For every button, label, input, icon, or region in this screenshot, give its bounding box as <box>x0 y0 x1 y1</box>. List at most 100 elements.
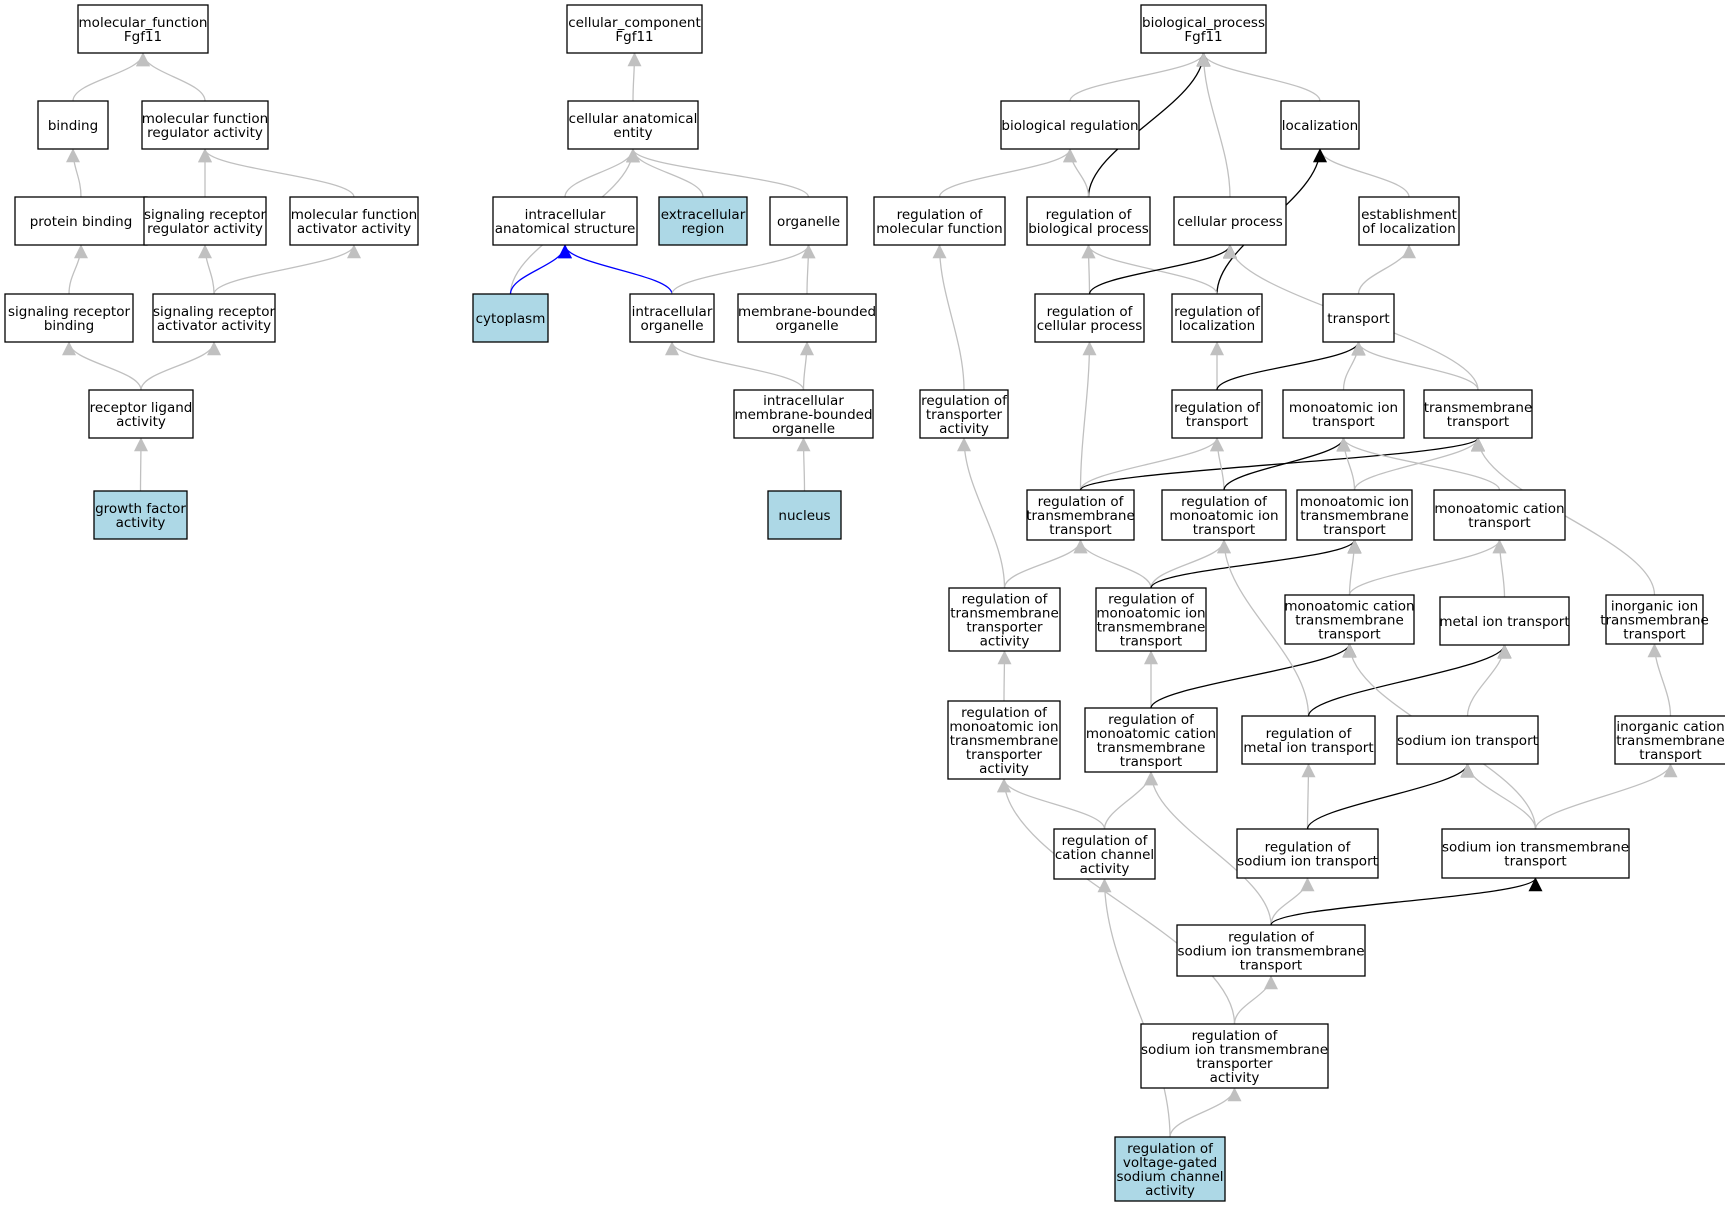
node-protbind[interactable]: protein binding <box>14 196 148 246</box>
edge-metalit-to-moct <box>1492 539 1507 598</box>
node-metalit[interactable]: metal ion transport <box>1439 596 1570 646</box>
node-box <box>1176 924 1366 977</box>
node-binding[interactable]: binding <box>37 100 109 150</box>
node-cytoplasm[interactable]: cytoplasm <box>472 293 549 343</box>
node-transport[interactable]: transport <box>1322 293 1395 343</box>
node-label-line: transport <box>1504 854 1566 870</box>
node-nucleus[interactable]: nucleus <box>767 490 842 540</box>
edge-regmoitmt-to-moitmt <box>1150 539 1362 589</box>
edge-regloc-to-regbp <box>1081 244 1218 295</box>
node-organelle[interactable]: organelle <box>769 196 848 246</box>
node-box <box>152 293 276 343</box>
node-label-line: transporter <box>926 407 1003 423</box>
edge-line <box>665 341 805 391</box>
node-label-line: regulation of <box>1192 1028 1279 1044</box>
edge-line <box>1063 148 1090 198</box>
node-box <box>1423 389 1533 439</box>
edge-line <box>1150 643 1357 709</box>
edge-line <box>140 341 221 391</box>
edge-regcatchan-to-regmoitmtact <box>997 778 1106 830</box>
node-box <box>1396 715 1539 765</box>
edge-line <box>1270 877 1543 926</box>
node-label-line: anatomical structure <box>495 221 636 237</box>
node-bioreg[interactable]: biological regulation <box>1000 100 1140 150</box>
node-box <box>4 293 134 343</box>
edge-sigrecbind-to-protbind <box>68 244 88 295</box>
edge-line <box>1073 539 1152 589</box>
edge-regsodtmt-to-regsod <box>1270 877 1315 926</box>
node-box <box>658 196 748 246</box>
edge-line <box>136 52 206 102</box>
node-local[interactable]: localization <box>1280 100 1360 150</box>
node-label-line: binding <box>48 118 98 134</box>
edge-regbp-to-bp <box>1087 52 1211 198</box>
edge-line <box>62 341 142 391</box>
edge-regmoit-to-regtransport <box>1210 437 1225 491</box>
node-label-line: regulation of <box>1127 1141 1214 1157</box>
edge-line <box>1097 878 1171 1138</box>
node-box <box>141 100 269 150</box>
node-cellproc[interactable]: cellular process <box>1173 196 1287 246</box>
edge-line <box>68 244 88 295</box>
node-regtmtact[interactable]: regulation oftransmembranetransporteract… <box>948 587 1061 652</box>
node-box <box>1173 196 1287 246</box>
edge-line <box>558 244 673 295</box>
node-label-line: transport <box>1318 627 1380 643</box>
node-label-line: sodium channel <box>1116 1169 1223 1185</box>
node-sodit[interactable]: sodium ion transport <box>1396 715 1539 765</box>
node-label-line: activator activity <box>297 221 411 237</box>
node-box <box>1140 4 1267 54</box>
node-label-line: molecular function <box>291 207 417 223</box>
node-box <box>1053 828 1156 880</box>
node-box <box>1171 389 1263 439</box>
node-label-line: growth factor <box>95 501 186 517</box>
edge-line <box>627 52 642 102</box>
edge-ias-to-cae <box>564 148 640 198</box>
node-label-line: regulation of <box>1038 494 1125 510</box>
edge-line <box>1460 763 1537 830</box>
edge-growth-to-recligand <box>133 437 148 492</box>
